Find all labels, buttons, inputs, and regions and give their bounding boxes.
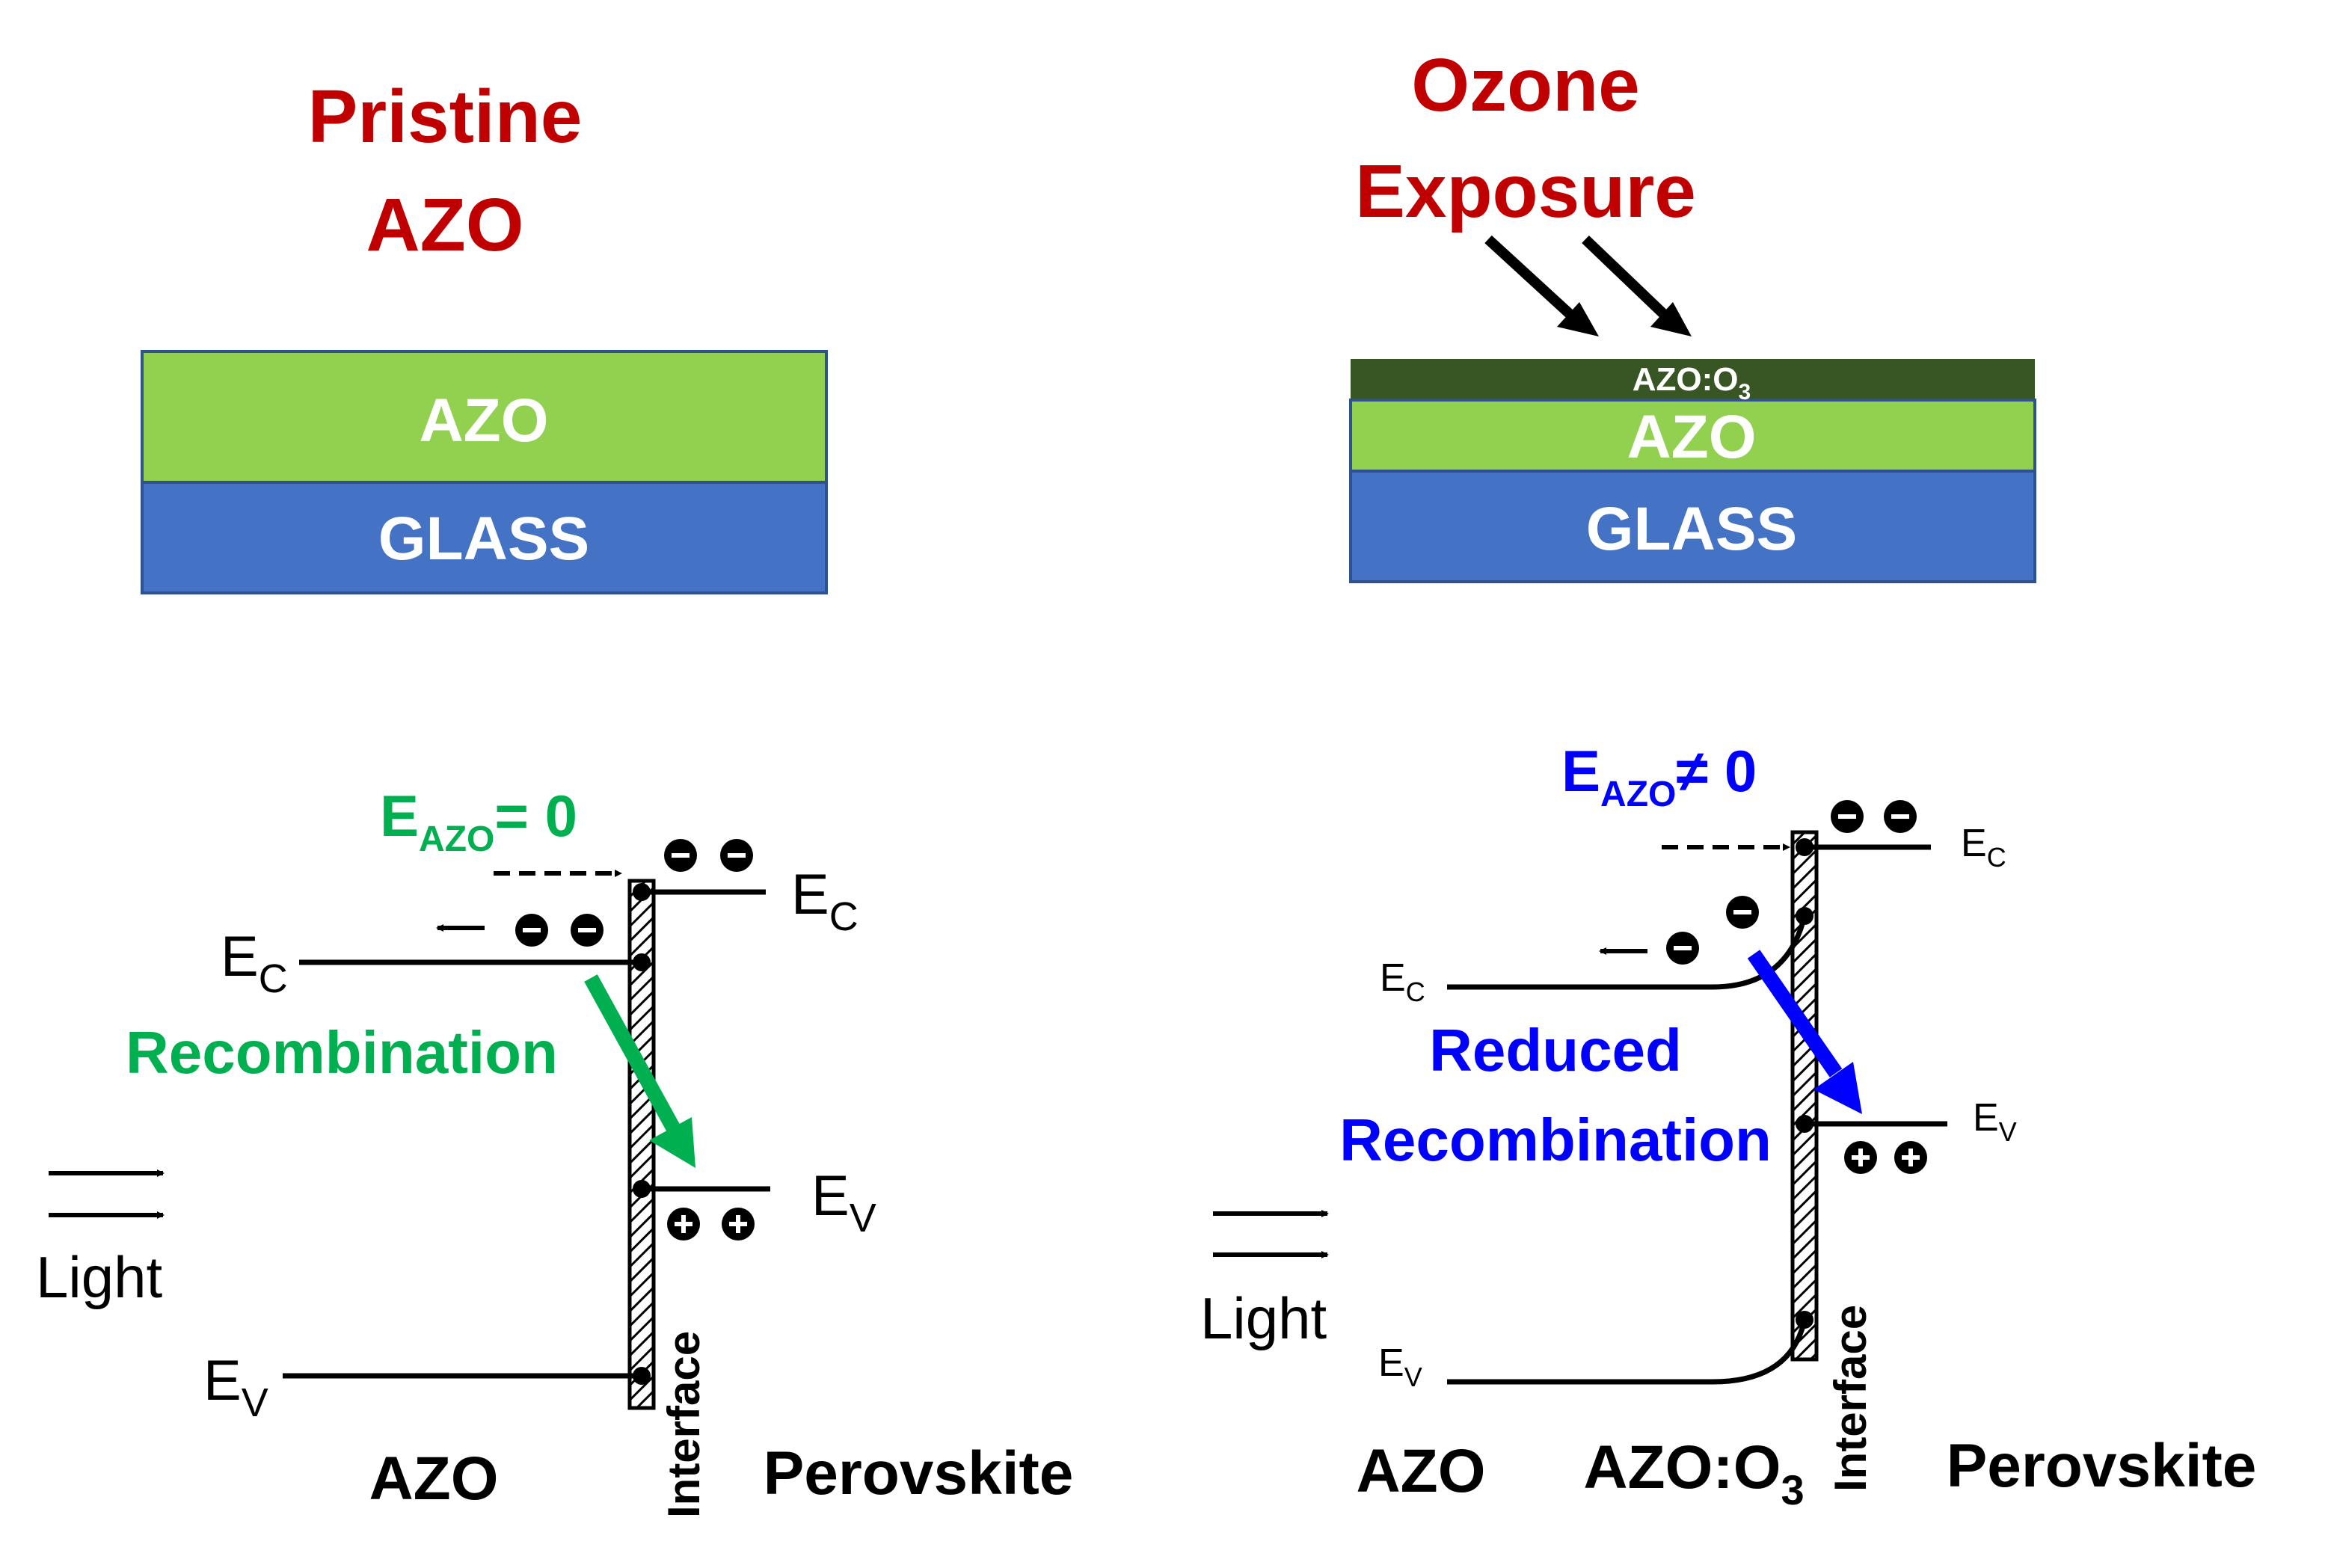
ozone-perovskite-label: Perovskite — [1947, 1432, 2257, 1500]
ozone-glass-layer — [1349, 470, 2036, 583]
minus-circle-icon — [1666, 932, 1699, 965]
ozone-treated-layer — [1351, 359, 2035, 400]
ozone-arrowhead-1 — [1557, 302, 1599, 336]
pristine-recombination-arrowhead — [649, 1117, 695, 1168]
minus-circle-icon — [571, 914, 604, 947]
ozone-azo-layer — [1349, 399, 2036, 473]
pristine-ev-right-label: EV — [811, 1164, 876, 1240]
pristine-band-diagram: EAZO= 0 Recombination EC EV EC EV Light … — [36, 783, 1073, 1518]
pristine-ev-left-label: EV — [203, 1349, 268, 1425]
minus-circle-icon — [1831, 800, 1864, 833]
ozone-band-diagram: EAZO≠ 0 Reduced Recombination EC EV EC E… — [1200, 738, 2256, 1513]
minus-circle-icon — [515, 914, 548, 947]
pristine-azo-bottom-label: AZO — [369, 1445, 498, 1513]
ozone-junction-dot — [1796, 1311, 1813, 1329]
pristine-junction-dot — [633, 883, 651, 901]
ozone-treated-label: AZO:O3 — [1633, 361, 1751, 405]
pristine-glass-label: GLASS — [378, 505, 589, 573]
pristine-perovskite-label: Perovskite — [764, 1439, 1074, 1507]
ozone-ec-left-label: EC — [1380, 956, 1425, 1007]
pristine-field-label: EAZO= 0 — [380, 783, 577, 859]
ozone-title-line2: Exposure — [1355, 150, 1696, 233]
ozone-reduced-label-line2: Recombination — [1339, 1107, 1772, 1173]
pristine-title-line2: AZO — [366, 183, 523, 267]
pristine-junction-dot — [633, 1367, 651, 1385]
ozone-arrow-1 — [1484, 235, 1582, 326]
ozone-reduced-label-line1: Reduced — [1429, 1017, 1682, 1083]
pristine-junction-dot — [633, 953, 651, 971]
pristine-glass-layer — [141, 481, 828, 594]
ozone-arrowhead-2 — [1650, 302, 1692, 336]
pristine-interface-label: Interface — [659, 1331, 709, 1518]
plus-circle-icon — [1844, 1141, 1877, 1174]
ozone-junction-dot — [1796, 907, 1813, 925]
ozone-junction-dot — [1796, 1115, 1813, 1133]
ozone-recombination-arrowhead — [1813, 1062, 1862, 1114]
minus-circle-icon — [720, 839, 753, 872]
ozone-ev-right-label: EV — [1973, 1096, 2017, 1147]
plus-circle-icon — [1894, 1141, 1927, 1174]
ozone-field-label: EAZO≠ 0 — [1561, 738, 1757, 814]
ozone-ev-left-curve — [1447, 1319, 1808, 1385]
ozone-ev-left-label: EV — [1378, 1341, 1422, 1392]
pristine-title-line1: Pristine — [308, 75, 583, 159]
ozone-interface-label: Interface — [1825, 1305, 1876, 1492]
pristine-recombination-label: Recombination — [126, 1019, 558, 1086]
pristine-recombination-arrow — [584, 974, 680, 1131]
ozone-ec-right-label: EC — [1961, 822, 2006, 873]
ozone-junction-dot — [1796, 838, 1813, 856]
pristine-azo-label: AZO — [419, 387, 548, 455]
pristine-ec-right-label: EC — [791, 863, 859, 939]
ozone-glass-label: GLASS — [1586, 495, 1797, 563]
pristine-azo-layer — [141, 350, 828, 484]
ozone-azo-label: AZO — [1627, 403, 1756, 471]
ozone-azo-bottom-label: AZO — [1356, 1437, 1485, 1505]
plus-circle-icon — [667, 1208, 700, 1240]
pristine-light-label: Light — [36, 1244, 162, 1310]
ozone-title-line1: Ozone — [1411, 43, 1640, 127]
ozone-stack: AZO:O3 AZO GLASS — [1349, 359, 2036, 583]
pristine-junction-dot — [633, 1180, 651, 1198]
minus-circle-icon — [1884, 800, 1917, 833]
pristine-ec-left-label: EC — [221, 925, 288, 1001]
plus-circle-icon — [722, 1208, 755, 1240]
ozone-recombination-arrow — [1747, 950, 1843, 1077]
ozone-arrow-2 — [1582, 235, 1675, 326]
pristine-stack: AZO GLASS — [141, 350, 828, 594]
ozone-light-label: Light — [1200, 1285, 1327, 1351]
minus-circle-icon — [664, 839, 697, 872]
minus-circle-icon — [1726, 896, 1759, 929]
ozone-azo-o3-label: AZO:O3 — [1583, 1433, 1804, 1513]
